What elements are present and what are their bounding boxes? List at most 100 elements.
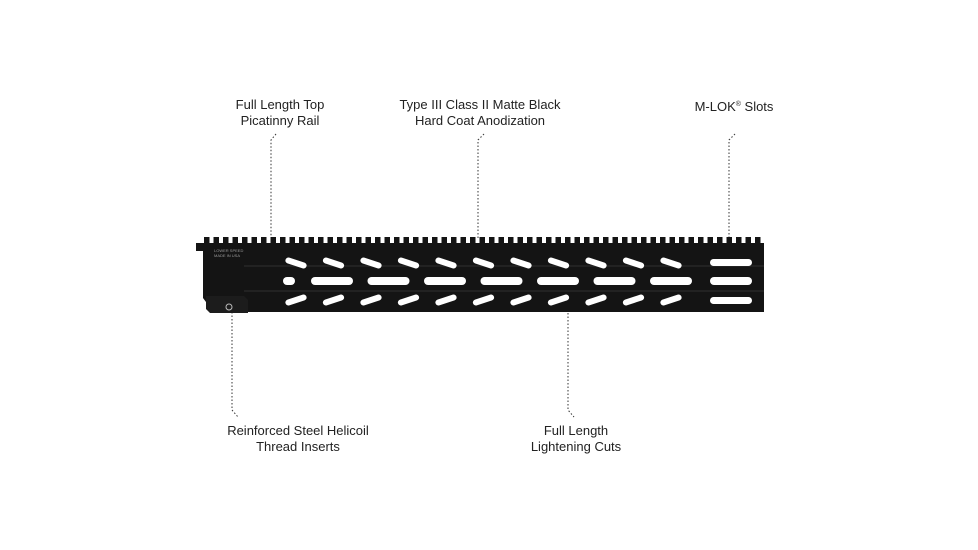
mlok-slot — [360, 294, 382, 306]
mlok-slot — [585, 257, 607, 269]
engraving-line1: LOWER SPEED — [214, 248, 244, 253]
rail-tooth — [498, 237, 504, 244]
rail-tooth — [565, 237, 571, 244]
callout-lightening-line1: Full Length — [543, 423, 609, 438]
rail-tooth — [479, 237, 485, 244]
rail-tooth — [213, 237, 219, 244]
rail-tooth — [726, 237, 732, 244]
rail-tooth — [346, 237, 352, 244]
mlok-slot — [622, 294, 645, 306]
rail-tooth — [270, 237, 276, 244]
mlok-slot — [593, 277, 636, 285]
mlok-slot — [283, 277, 295, 285]
rail-tooth — [745, 237, 751, 244]
mlok-slot — [397, 294, 420, 306]
rail-tooth — [384, 237, 390, 244]
callout-helicoil-line1: Reinforced Steel Helicoil — [227, 423, 369, 438]
rail-tooth — [432, 237, 438, 244]
rail-tooth — [641, 237, 647, 244]
rail-tooth — [517, 237, 523, 244]
rail-tooth — [669, 237, 675, 244]
callout-top-rail: Full Length Top Picatinny Rail — [218, 97, 342, 129]
rail-tooth — [451, 237, 457, 244]
rail-tooth — [707, 237, 713, 244]
callout-top-rail-line1: Full Length Top — [235, 97, 325, 112]
leader-top-rail — [270, 133, 277, 240]
mlok-slot — [710, 259, 752, 266]
mlok-slot — [424, 277, 466, 285]
mlok-slot — [537, 277, 579, 285]
rail-tooth — [603, 237, 609, 244]
callout-lightening-line2: Lightening Cuts — [530, 439, 622, 454]
engraving-line2: MADE IN USA — [214, 253, 241, 258]
rail-tooth — [527, 237, 533, 244]
rail-tooth — [337, 237, 343, 244]
product-engraving: LOWER SPEED MADE IN USA — [214, 248, 243, 258]
mlok-slot — [710, 277, 752, 285]
rail-tooth — [413, 237, 419, 244]
callout-lightening: Full Length Lightening Cuts — [514, 423, 638, 455]
rail-tooth — [204, 237, 210, 244]
callout-top-rail-line2: Picatinny Rail — [240, 113, 320, 128]
leader-mlok — [728, 133, 736, 240]
mlok-slot — [547, 294, 570, 306]
leader-helicoil — [231, 312, 239, 418]
rail-tooth — [232, 237, 238, 244]
mlok-slot — [397, 257, 420, 269]
mlok-slot — [710, 297, 752, 304]
mlok-slot — [547, 257, 570, 269]
rail-tooth — [584, 237, 590, 244]
registered-mark: ® — [735, 101, 741, 108]
rail-tooth — [308, 237, 314, 244]
mlok-slot — [480, 277, 523, 285]
rail-tooth — [679, 237, 685, 244]
leader-lightening — [567, 306, 575, 418]
callout-helicoil: Reinforced Steel Helicoil Thread Inserts — [208, 423, 388, 455]
handguard — [196, 237, 764, 313]
rail-tooth — [736, 237, 742, 244]
rail-tooth — [755, 237, 761, 244]
mlok-slot — [660, 257, 682, 269]
callout-helicoil-line2: Thread Inserts — [256, 439, 340, 454]
rail-tooth — [546, 237, 552, 244]
mlok-slot — [472, 294, 495, 306]
rail-tooth — [698, 237, 704, 244]
mlok-slot — [660, 294, 682, 306]
callout-mlok: M-LOK® Slots — [678, 97, 790, 115]
rail-tooth — [394, 237, 400, 244]
mlok-slot — [367, 277, 410, 285]
callout-mlok-suffix: Slots — [740, 99, 774, 114]
rail-tooth — [622, 237, 628, 244]
callout-anodization: Type III Class II Matte Black Hard Coat … — [380, 97, 580, 129]
leader-anodization — [477, 133, 485, 240]
rail-tooth — [489, 237, 495, 244]
rail-tooth — [261, 237, 267, 244]
rail-tooth — [280, 237, 286, 244]
mlok-slot — [622, 257, 645, 269]
rail-tooth — [660, 237, 666, 244]
rail-tooth — [460, 237, 466, 244]
mlok-slot — [311, 277, 353, 285]
callout-anodization-line2: Hard Coat Anodization — [414, 113, 546, 128]
mlok-slot — [585, 294, 607, 306]
mlok-slot — [322, 294, 345, 306]
rail-tooth — [574, 237, 580, 244]
callout-anodization-line1: Type III Class II Matte Black — [399, 97, 561, 112]
rail-tooth — [717, 237, 723, 244]
rail-tooth — [508, 237, 514, 244]
rail-tooth — [612, 237, 618, 244]
rail-tooth — [375, 237, 381, 244]
rail-tooth — [470, 237, 476, 244]
rail-tooth — [688, 237, 694, 244]
rail-tooth — [318, 237, 324, 244]
rail-tooth — [365, 237, 371, 244]
mlok-slot — [285, 257, 307, 269]
mlok-slot — [322, 257, 345, 269]
rail-tooth — [536, 237, 542, 244]
rail-tooth — [650, 237, 656, 244]
callout-mlok-text: M-LOK — [694, 99, 736, 114]
mlok-slot — [650, 277, 692, 285]
rail-tooth — [356, 237, 362, 244]
